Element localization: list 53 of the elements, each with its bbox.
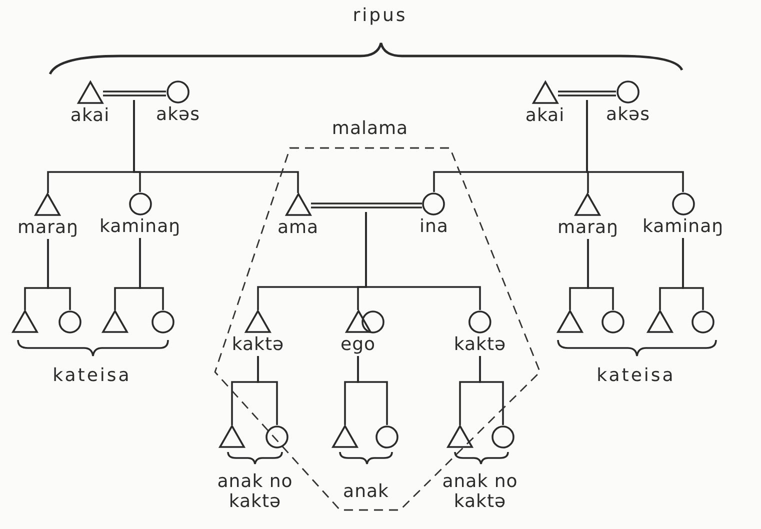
descent-line xyxy=(365,212,481,310)
female-circle-symbol xyxy=(490,425,516,449)
female-circle-symbol xyxy=(690,310,716,334)
kin-figure xyxy=(642,192,724,238)
female-circle-symbol xyxy=(264,425,290,449)
female-circle-symbol xyxy=(600,310,626,334)
descent-line xyxy=(479,356,504,425)
kin-term: akai xyxy=(70,105,110,127)
kin-term: akəs xyxy=(606,104,650,126)
group-term: anak no kaktə xyxy=(441,472,519,512)
marriage-line xyxy=(310,202,423,208)
descent-line xyxy=(586,100,684,192)
kin-term: ama xyxy=(277,217,319,239)
female-circle-symbol xyxy=(57,310,83,334)
male-triangle-symbol xyxy=(332,425,358,449)
kin-figure xyxy=(340,310,376,356)
female-circle-symbol xyxy=(150,310,176,334)
descent-line xyxy=(682,238,704,310)
group-term: ripus xyxy=(352,6,408,26)
group-term: kateisa xyxy=(596,366,676,386)
female-circle-symbol xyxy=(374,425,400,449)
descent-line xyxy=(587,239,614,310)
male-triangle-symbol xyxy=(557,310,583,334)
male-triangle-symbol xyxy=(12,310,38,334)
group-term: anak no kaktə xyxy=(216,472,294,512)
group-term: anak xyxy=(343,482,389,502)
male-triangle-symbol xyxy=(447,425,473,449)
kin-term: akəs xyxy=(156,104,200,126)
kin-term: kaktə xyxy=(454,334,506,356)
kin-figure xyxy=(99,192,181,238)
kin-term: maraŋ xyxy=(18,217,78,239)
marriage-line xyxy=(557,90,617,96)
male-triangle-symbol xyxy=(219,425,245,449)
group-term: kateisa xyxy=(52,366,132,386)
descent-line xyxy=(133,100,299,193)
kin-figure xyxy=(18,193,78,239)
marriage-line xyxy=(102,90,167,96)
kin-term: ina xyxy=(420,216,448,238)
kin-term: akai xyxy=(525,105,565,127)
kin-term: maraŋ xyxy=(558,217,618,239)
group-label: malama xyxy=(332,118,408,140)
descent-line xyxy=(47,239,71,310)
kin-term: kaktə xyxy=(232,334,284,356)
female-circle-symbol xyxy=(360,310,386,334)
kin-term: kaminaŋ xyxy=(99,216,181,238)
kin-term: ego xyxy=(340,334,376,356)
male-triangle-symbol xyxy=(647,310,673,334)
kin-figure xyxy=(558,193,618,239)
descent-line xyxy=(139,238,164,310)
kin-term: kaminaŋ xyxy=(642,216,724,238)
male-triangle-symbol xyxy=(102,310,128,334)
descent-line xyxy=(257,356,278,425)
descent-line xyxy=(357,356,388,425)
